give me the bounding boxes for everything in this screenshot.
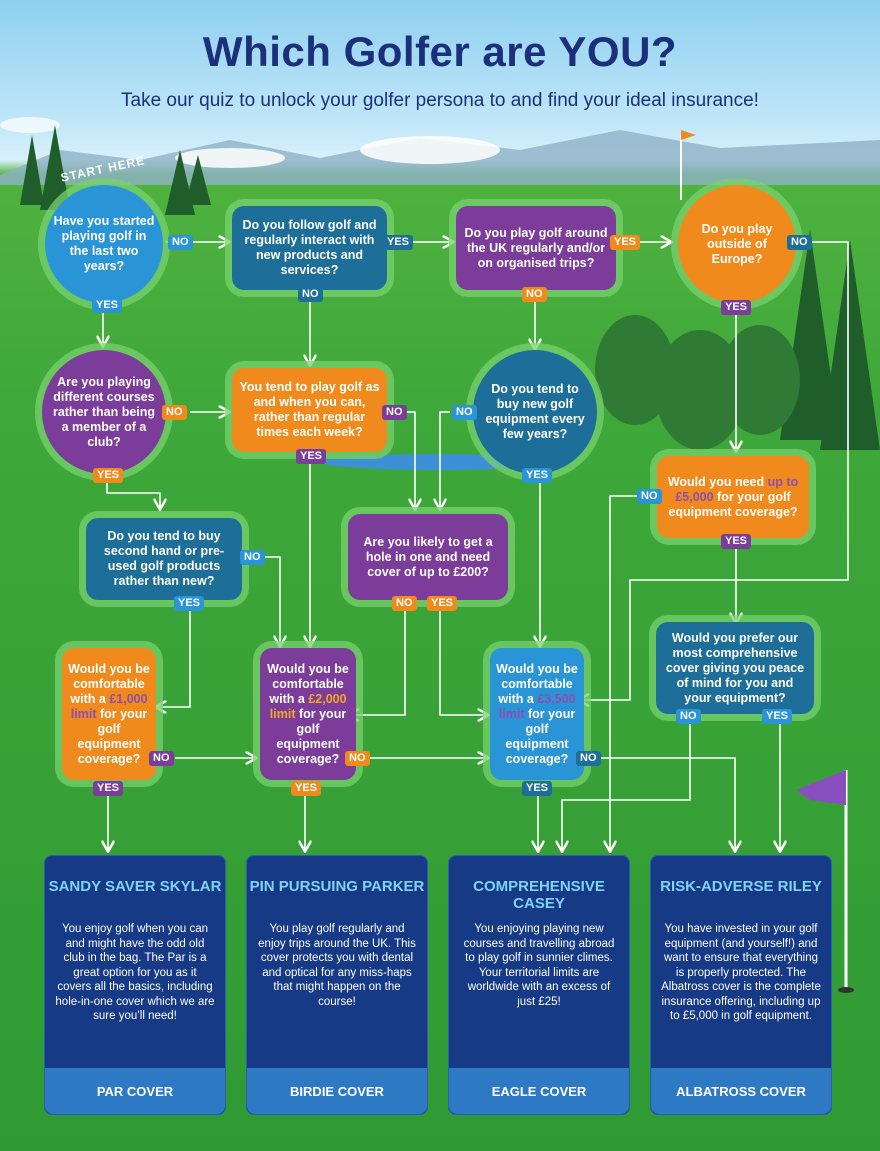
- yes-tag: YES: [296, 449, 327, 464]
- yes-tag: YES: [92, 298, 123, 313]
- no-tag: NO: [522, 287, 547, 302]
- result-card-birdie: PIN PURSUING PARKER You play golf regula…: [246, 855, 428, 1115]
- yes-tag: YES: [721, 534, 752, 549]
- result-card-eagle: COMPREHENSIVE CASEY You enjoying playing…: [448, 855, 630, 1115]
- yes-tag: YES: [93, 468, 124, 483]
- question-text: Would you need up to £5,000 for your gol…: [663, 475, 803, 520]
- result-description: You enjoy golf when you can and might ha…: [55, 923, 215, 1022]
- no-tag: NO: [149, 751, 174, 766]
- question-need-5000: Would you need up to £5,000 for your gol…: [657, 456, 809, 538]
- no-tag: NO: [452, 405, 477, 420]
- question-hole-in-one: Are you likely to get a hole in one and …: [348, 514, 508, 600]
- no-tag: NO: [345, 751, 370, 766]
- result-description: You have invested in your golf equipment…: [661, 923, 821, 1022]
- question-text-post: for your golf equipment coverage?: [276, 706, 347, 766]
- result-cover: EAGLE COVER: [449, 1068, 629, 1114]
- no-tag: NO: [168, 235, 193, 250]
- question-started-playing: Have you started playing golf in the las…: [45, 185, 163, 303]
- result-name: RISK-ADVERSE RILEY: [660, 878, 822, 895]
- no-tag: NO: [392, 596, 417, 611]
- question-text: Are you playing different courses rather…: [52, 374, 156, 449]
- yes-tag: YES: [291, 781, 322, 796]
- question-text: Are you likely to get a hole in one and …: [363, 534, 493, 579]
- yes-tag: YES: [383, 235, 414, 250]
- question-text: Do you tend to buy second hand or pre-us…: [103, 529, 225, 588]
- question-highlight: £1,000 limit: [70, 691, 148, 721]
- result-card-albatross: RISK-ADVERSE RILEY You have invested in …: [650, 855, 832, 1115]
- no-tag: NO: [676, 709, 701, 724]
- question-follow-golf: Do you follow golf and regularly interac…: [232, 206, 387, 290]
- question-text: Do you play golf around the UK regularly…: [464, 225, 608, 270]
- question-text-post: for your golf equipment coverage?: [77, 706, 148, 766]
- question-text-pre: Would you be comfortable with a: [496, 661, 578, 706]
- question-text: You tend to play golf as and when you ca…: [239, 380, 380, 439]
- yes-tag: YES: [93, 781, 124, 796]
- yes-tag: YES: [522, 468, 553, 483]
- question-2000-limit: Would you be comfortable with a £2,000 l…: [260, 648, 356, 780]
- no-tag: NO: [162, 405, 187, 420]
- question-text-pre: Would you need: [667, 474, 768, 489]
- page-subtitle: Take our quiz to unlock your golfer pers…: [121, 90, 759, 111]
- no-tag: NO: [240, 550, 265, 565]
- no-tag: NO: [637, 489, 662, 504]
- question-text: Do you follow golf and regularly interac…: [242, 218, 377, 277]
- yes-tag: YES: [427, 596, 458, 611]
- yes-tag: YES: [762, 709, 793, 724]
- question-second-hand: Do you tend to buy second hand or pre-us…: [86, 518, 242, 600]
- question-text: Would you be comfortable with a £2,000 l…: [266, 662, 350, 767]
- no-tag: NO: [298, 287, 323, 302]
- question-highlight: £3,500 limit: [498, 691, 576, 721]
- question-text: Have you started playing golf in the las…: [53, 214, 155, 273]
- no-tag: NO: [382, 405, 407, 420]
- result-description: You play golf regularly and enjoy trips …: [258, 923, 416, 1008]
- question-3500-limit: Would you be comfortable with a £3,500 l…: [490, 648, 584, 780]
- question-highlight: up to £5,000: [675, 474, 799, 504]
- question-play-around-uk: Do you play golf around the UK regularly…: [456, 206, 616, 290]
- question-play-outside-europe: Do you play outside of Europe?: [678, 185, 796, 303]
- question-text-pre: Would you be comfortable with a: [267, 661, 349, 706]
- question-text: Do you tend to buy new golf equipment ev…: [485, 382, 585, 441]
- question-buy-new-equipment: Do you tend to buy new golf equipment ev…: [473, 350, 597, 474]
- yes-tag: YES: [610, 235, 641, 250]
- result-name: PIN PURSUING PARKER: [249, 878, 425, 895]
- question-different-courses: Are you playing different courses rather…: [42, 350, 166, 474]
- result-description: You enjoying playing new courses and tra…: [463, 923, 615, 1008]
- result-cover: ALBATROSS COVER: [651, 1068, 831, 1114]
- yes-tag: YES: [522, 781, 553, 796]
- question-1000-limit: Would you be comfortable with a £1,000 l…: [62, 648, 156, 780]
- yes-tag: YES: [174, 596, 205, 611]
- question-text: Would you be comfortable with a £1,000 l…: [68, 662, 150, 767]
- question-text: Do you play outside of Europe?: [701, 221, 773, 266]
- question-text-pre: Would you be comfortable with a: [68, 661, 150, 706]
- result-name: SANDY SAVER SKYLAR: [48, 878, 222, 895]
- question-highlight: £2,000 limit: [269, 691, 347, 721]
- question-play-as-and-when: You tend to play golf as and when you ca…: [232, 368, 387, 452]
- result-name: COMPREHENSIVE CASEY: [473, 878, 605, 912]
- page-title: Which Golfer are YOU?: [202, 28, 678, 75]
- question-comprehensive-cover: Would you prefer our most comprehensive …: [656, 622, 814, 714]
- question-text: Would you prefer our most comprehensive …: [665, 630, 805, 705]
- result-card-par: SANDY SAVER SKYLAR You enjoy golf when y…: [44, 855, 226, 1115]
- question-text-post: for your golf equipment coverage?: [668, 489, 798, 519]
- result-cover: BIRDIE COVER: [247, 1068, 427, 1114]
- question-text: Would you be comfortable with a £3,500 l…: [496, 662, 578, 767]
- result-cover: PAR COVER: [45, 1068, 225, 1114]
- no-tag: NO: [787, 235, 812, 250]
- question-text-post: for your golf equipment coverage?: [505, 706, 576, 766]
- yes-tag: YES: [721, 300, 752, 315]
- no-tag: NO: [576, 751, 601, 766]
